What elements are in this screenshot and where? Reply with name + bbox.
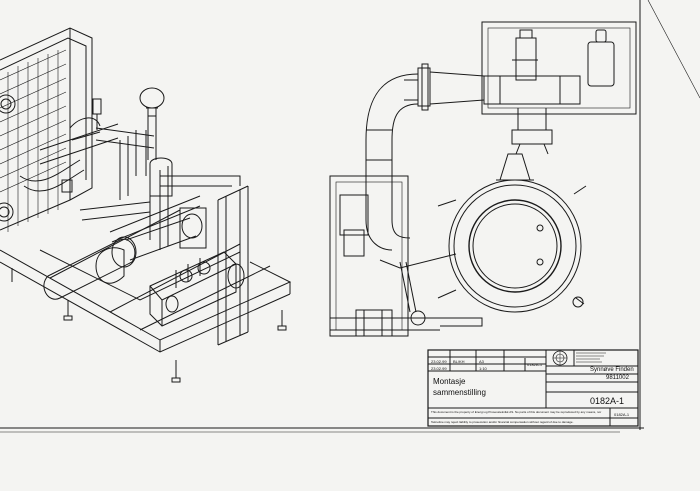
date-field-1: 23.02.99: [431, 359, 447, 364]
isometric-assembly-view: [0, 27, 292, 383]
liability-notice: Teknoline may reject liability to prosec…: [431, 420, 574, 424]
revision-corner: 0182A-1: [614, 412, 630, 417]
initials-field: BL/KH: [453, 359, 465, 364]
pump-housing: [149, 251, 237, 327]
company-logo: [552, 350, 606, 366]
customer-name: Synnøve Finden: [590, 367, 634, 373]
description-line-1: Montasje: [433, 377, 466, 386]
date-field-2: 23.02.99: [431, 366, 447, 371]
drawing-number: 0182A-1: [590, 396, 625, 406]
scale-field: 1:10: [479, 366, 487, 371]
pressure-gauge: [139, 87, 165, 109]
description-line-2: sammenstilling: [433, 388, 486, 397]
sheet-size-field: A3: [479, 359, 484, 364]
title-block-frame: [427, 349, 639, 427]
copyright-notice: This document is the property of Energi …: [431, 410, 602, 415]
plan-view: [329, 21, 637, 337]
project-number: 9811002: [606, 375, 629, 381]
sheet-number-field: 0182A-1: [527, 362, 543, 367]
fan-housing: [481, 21, 637, 115]
